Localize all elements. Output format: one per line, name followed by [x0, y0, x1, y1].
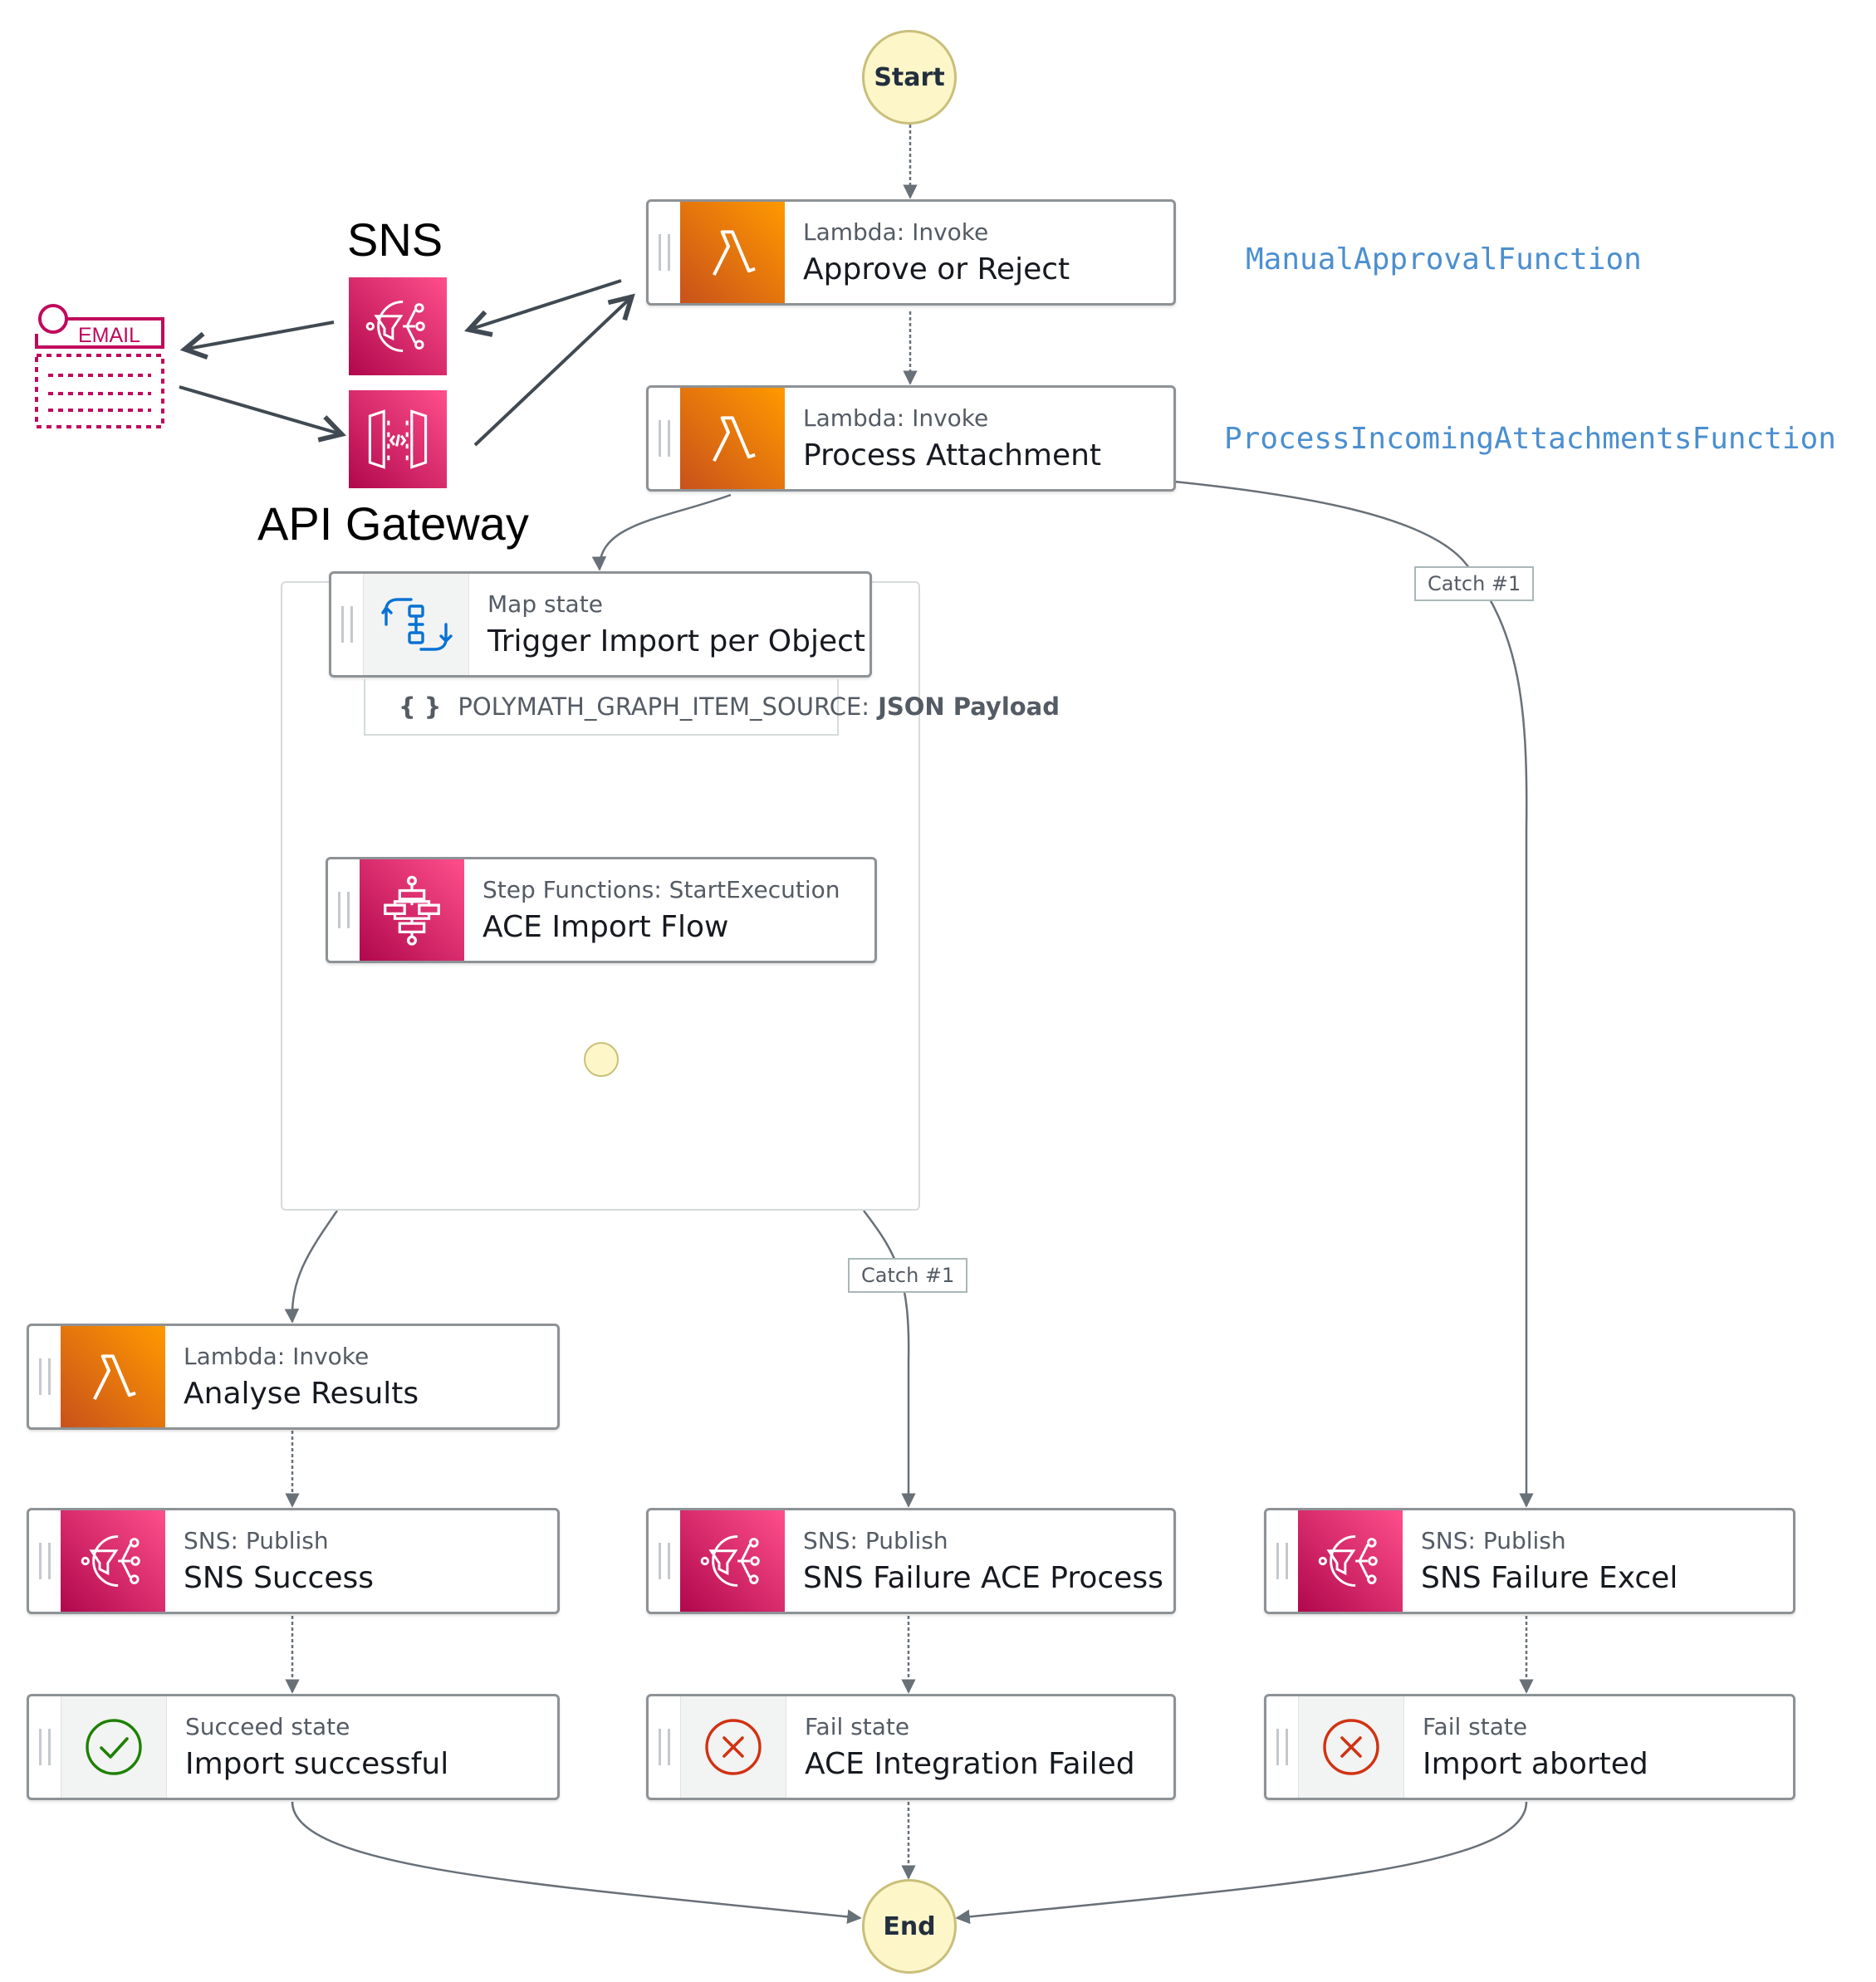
state-type: Lambda: Invoke — [184, 1343, 370, 1370]
state-name: ACE Import Flow — [482, 910, 729, 944]
json-braces-icon: { } — [399, 692, 442, 721]
step-functions-icon — [360, 859, 464, 961]
sns-service-label: SNS — [347, 213, 443, 266]
map-iteration-end-node — [584, 1042, 619, 1077]
state-name: Process Attachment — [803, 438, 1102, 472]
state-process-attachment[interactable]: Lambda: Invoke Process Attachment — [646, 385, 1176, 492]
end-node[interactable]: End — [862, 1879, 957, 1974]
state-sns-failure-ace-process[interactable]: SNS: Publish SNS Failure ACE Process — [646, 1508, 1176, 1614]
lambda-icon — [61, 1326, 165, 1427]
state-type: Fail state — [1423, 1713, 1528, 1740]
state-sns-failure-excel[interactable]: SNS: Publish SNS Failure Excel — [1264, 1508, 1795, 1614]
item-source-key: POLYMATH_GRAPH_ITEM_SOURCE: — [458, 692, 870, 721]
state-type: Lambda: Invoke — [803, 218, 989, 246]
fail-icon — [680, 1696, 786, 1798]
state-type: Lambda: Invoke — [803, 404, 989, 432]
arrow-apigw-to-approve — [473, 293, 635, 447]
state-ace-import-flow[interactable]: Step Functions: StartExecution ACE Impor… — [326, 857, 877, 963]
state-name: SNS Failure Excel — [1421, 1561, 1678, 1595]
drag-handle[interactable] — [1266, 1696, 1298, 1798]
arrow-sns-to-email — [179, 321, 335, 360]
state-name: Trigger Import per Object — [487, 624, 866, 658]
fail-icon — [1298, 1696, 1404, 1798]
drag-handle[interactable] — [328, 859, 360, 961]
state-sns-success[interactable]: SNS: Publish SNS Success — [27, 1508, 560, 1614]
state-name: SNS Success — [184, 1561, 374, 1595]
api-gateway-label: API Gateway — [257, 497, 529, 550]
succeed-icon — [61, 1696, 167, 1798]
start-label: Start — [874, 62, 945, 92]
drag-handle[interactable] — [29, 1696, 61, 1798]
sns-icon — [1298, 1510, 1403, 1612]
state-type: Fail state — [805, 1713, 910, 1740]
state-type: SNS: Publish — [184, 1527, 329, 1554]
state-import-aborted[interactable]: Fail state Import aborted — [1264, 1694, 1795, 1800]
map-state-icon — [363, 574, 469, 675]
drag-handle[interactable] — [29, 1326, 61, 1427]
api-gateway-tile — [349, 390, 447, 488]
state-name: ACE Integration Failed — [805, 1747, 1135, 1781]
drag-handle[interactable] — [1266, 1510, 1298, 1612]
state-trigger-import-per-object[interactable]: Map state Trigger Import per Object — [329, 571, 872, 678]
lambda-icon — [680, 388, 785, 489]
edge-succeed-end — [291, 1801, 862, 1925]
edge-process-map — [591, 493, 732, 571]
drag-handle[interactable] — [331, 574, 363, 675]
drag-handle[interactable] — [649, 1696, 680, 1798]
state-approve-or-reject[interactable]: Lambda: Invoke Approve or Reject — [646, 199, 1176, 306]
email-label: EMAIL — [78, 324, 141, 347]
state-analyse-results[interactable]: Lambda: Invoke Analyse Results — [27, 1324, 560, 1430]
state-name: Analyse Results — [184, 1377, 419, 1411]
item-source-panel: { } POLYMATH_GRAPH_ITEM_SOURCE: JSON Pay… — [364, 679, 1060, 736]
state-type: Step Functions: StartExecution — [482, 876, 840, 903]
drag-handle[interactable] — [649, 388, 680, 489]
state-type: SNS: Publish — [803, 1527, 948, 1554]
lambda-icon — [680, 202, 785, 303]
catch-label-map[interactable]: Catch #1 — [848, 1258, 968, 1293]
sns-icon — [61, 1510, 165, 1612]
api-gateway-icon — [368, 409, 428, 469]
sns-service-tile — [349, 277, 447, 375]
state-type: SNS: Publish — [1421, 1527, 1566, 1554]
drag-handle[interactable] — [29, 1510, 61, 1612]
function-label-manual-approval: ManualApprovalFunction — [1246, 242, 1642, 277]
start-node[interactable]: Start — [862, 30, 957, 125]
edge-map-catch — [863, 1210, 916, 1508]
edge-map-analyse — [284, 1210, 339, 1324]
edge-process-catch — [1173, 480, 1534, 1508]
sns-icon — [680, 1510, 785, 1612]
state-type: Succeed state — [185, 1713, 350, 1740]
email-icon: EMAIL — [33, 301, 166, 433]
state-import-successful[interactable]: Succeed state Import successful — [27, 1694, 560, 1800]
drag-handle[interactable] — [649, 1510, 680, 1612]
item-source-value: JSON Payload — [878, 692, 1060, 721]
sns-icon — [365, 301, 425, 352]
catch-label-process[interactable]: Catch #1 — [1414, 566, 1535, 601]
state-ace-integration-failed[interactable]: Fail state ACE Integration Failed — [646, 1694, 1176, 1800]
arrow-email-to-apigw — [179, 385, 347, 443]
arrow-approve-to-sns — [464, 279, 622, 337]
state-name: SNS Failure ACE Process — [803, 1561, 1163, 1595]
function-label-process-incoming: ProcessIncomingAttachmentsFunction — [1224, 422, 1836, 456]
state-name: Import aborted — [1423, 1747, 1648, 1781]
state-name: Import successful — [185, 1747, 449, 1781]
state-type: Map state — [487, 590, 603, 618]
edge-aborted-end — [955, 1801, 1528, 1925]
end-label: End — [883, 1911, 936, 1941]
state-name: Approve or Reject — [803, 252, 1070, 286]
drag-handle[interactable] — [649, 202, 680, 303]
